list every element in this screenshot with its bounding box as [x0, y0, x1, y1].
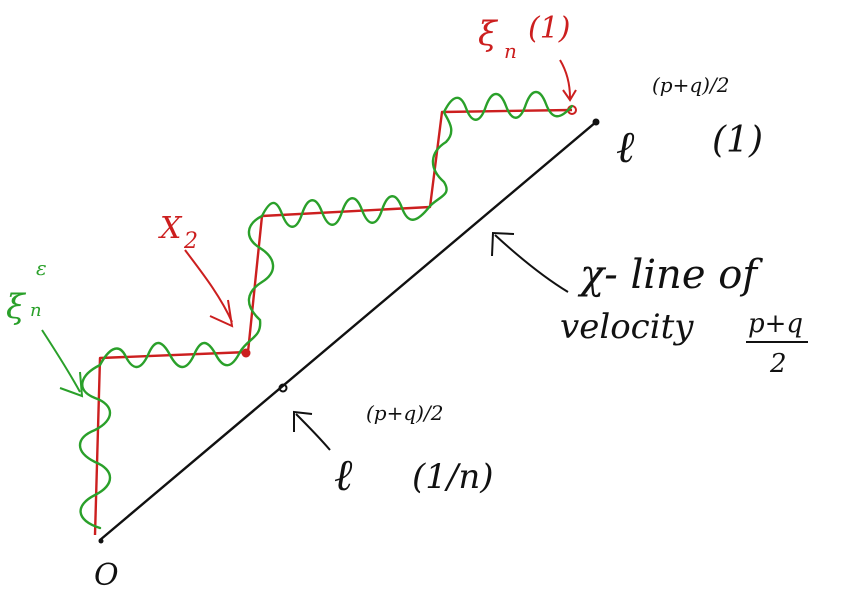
xi-eps-sup: ε — [36, 256, 47, 280]
end-point-arg: (1) — [712, 120, 763, 161]
chi-line-label-line2: velocity — [560, 307, 694, 347]
chi-line-end-dot — [592, 118, 600, 126]
x2-point — [241, 348, 251, 358]
origin-label: O — [94, 558, 119, 590]
chi-line-label-frac-den: 2 — [769, 349, 787, 379]
x2-arrow-head — [209, 299, 234, 328]
x2-arrow — [184, 249, 233, 323]
end-point-base: ℓ — [616, 122, 635, 173]
mid-point-arrow — [295, 413, 331, 451]
green-wavy-path — [78, 90, 574, 530]
mid-point-base: ℓ — [334, 450, 353, 501]
mid-point-arrow-head — [293, 410, 313, 432]
xi-end-sub: n — [504, 39, 517, 63]
chi-line-label-frac-num: p+q — [748, 309, 803, 339]
mid-point-exp: (p+q)/2 — [366, 401, 443, 425]
chi-line-start-dot — [98, 538, 104, 544]
chi-line-label-line1: χ- line of — [577, 252, 763, 298]
end-point-exp: (p+q)/2 — [652, 73, 729, 97]
xi-eps-label: ξ — [6, 287, 27, 327]
xi-eps-sub: n — [30, 300, 42, 321]
xi-end-label: ξ — [478, 14, 499, 54]
x2-sub: 2 — [183, 229, 198, 254]
chi-line-label-arrow-head — [491, 231, 515, 257]
xi-end-arrow-head — [562, 89, 577, 102]
chi-line — [98, 120, 598, 542]
chi-line-mid-point — [278, 383, 288, 393]
chi-line-label-arrow — [494, 234, 569, 293]
mid-point-arg: (1/n) — [412, 457, 494, 497]
xi-eps-arrow-head — [59, 371, 84, 398]
xi-end-arg: (1) — [528, 11, 571, 46]
x2-label: X — [158, 211, 183, 246]
xi-eps-arrow — [41, 329, 81, 393]
xi-end-arrow — [559, 59, 571, 99]
